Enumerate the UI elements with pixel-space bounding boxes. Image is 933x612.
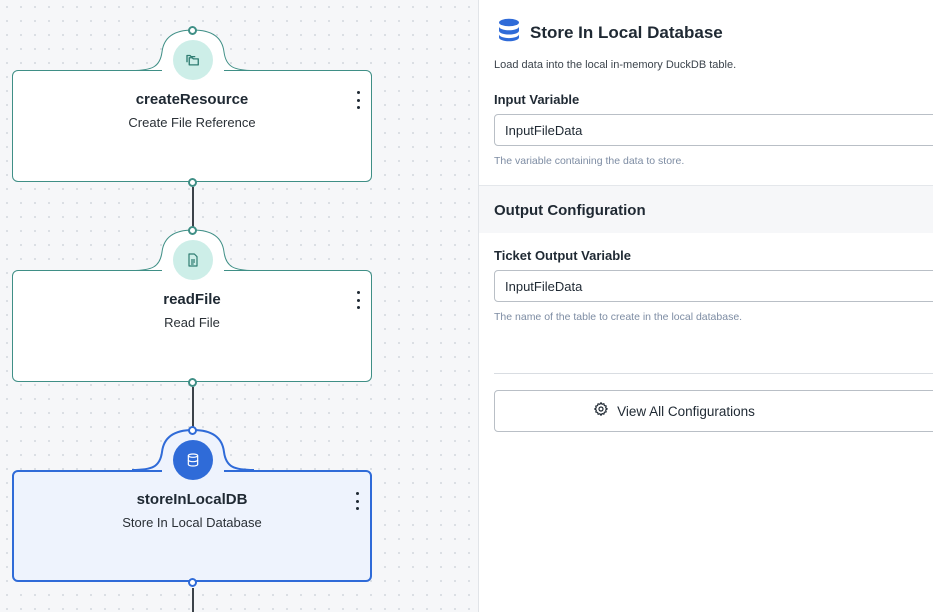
node-title: readFile <box>163 291 221 308</box>
view-all-configurations-button[interactable]: View All Configurations <box>494 390 933 432</box>
connector-line <box>192 588 194 612</box>
workflow-canvas[interactable]: createResource Create File Reference rea… <box>0 0 479 612</box>
node-subtitle: Read File <box>164 315 220 330</box>
connector-line <box>192 187 194 231</box>
database-icon <box>498 18 520 47</box>
node-subtitle: Create File Reference <box>128 115 256 130</box>
section-title: Output Configuration <box>494 202 646 219</box>
ticket-output-variable-field[interactable] <box>494 270 933 302</box>
input-variable-field[interactable] <box>494 114 933 146</box>
node-menu-button[interactable] <box>352 492 362 510</box>
input-port[interactable] <box>188 426 197 435</box>
input-variable-label: Input Variable <box>494 92 580 107</box>
output-configuration-section: Output Configuration <box>479 185 933 233</box>
output-port[interactable] <box>188 378 197 387</box>
panel-description: Load data into the local in-memory DuckD… <box>494 59 737 71</box>
input-variable-hint: The variable containing the data to stor… <box>494 155 685 167</box>
configuration-panel: Store In Local Database Load data into t… <box>479 0 933 612</box>
ticket-output-variable-label: Ticket Output Variable <box>494 248 632 263</box>
node-title: createResource <box>135 91 249 108</box>
panel-title: Store In Local Database <box>530 22 723 42</box>
ticket-output-variable-hint: The name of the table to create in the l… <box>494 311 743 323</box>
gear-icon <box>593 401 609 422</box>
connector-line <box>192 387 194 431</box>
panel-header: Store In Local Database <box>498 18 723 47</box>
node-subtitle: Store In Local Database <box>122 515 262 530</box>
node-menu-button[interactable] <box>353 291 363 309</box>
divider <box>494 373 933 374</box>
output-port[interactable] <box>188 178 197 187</box>
node-menu-button[interactable] <box>353 91 363 109</box>
node-title: storeInLocalDB <box>136 491 248 508</box>
file-text-icon <box>173 240 213 280</box>
input-port[interactable] <box>188 226 197 235</box>
input-port[interactable] <box>188 26 197 35</box>
database-icon <box>173 440 213 480</box>
view-all-configurations-label: View All Configurations <box>617 403 755 419</box>
folder-icon <box>173 40 213 80</box>
output-port[interactable] <box>188 578 197 587</box>
